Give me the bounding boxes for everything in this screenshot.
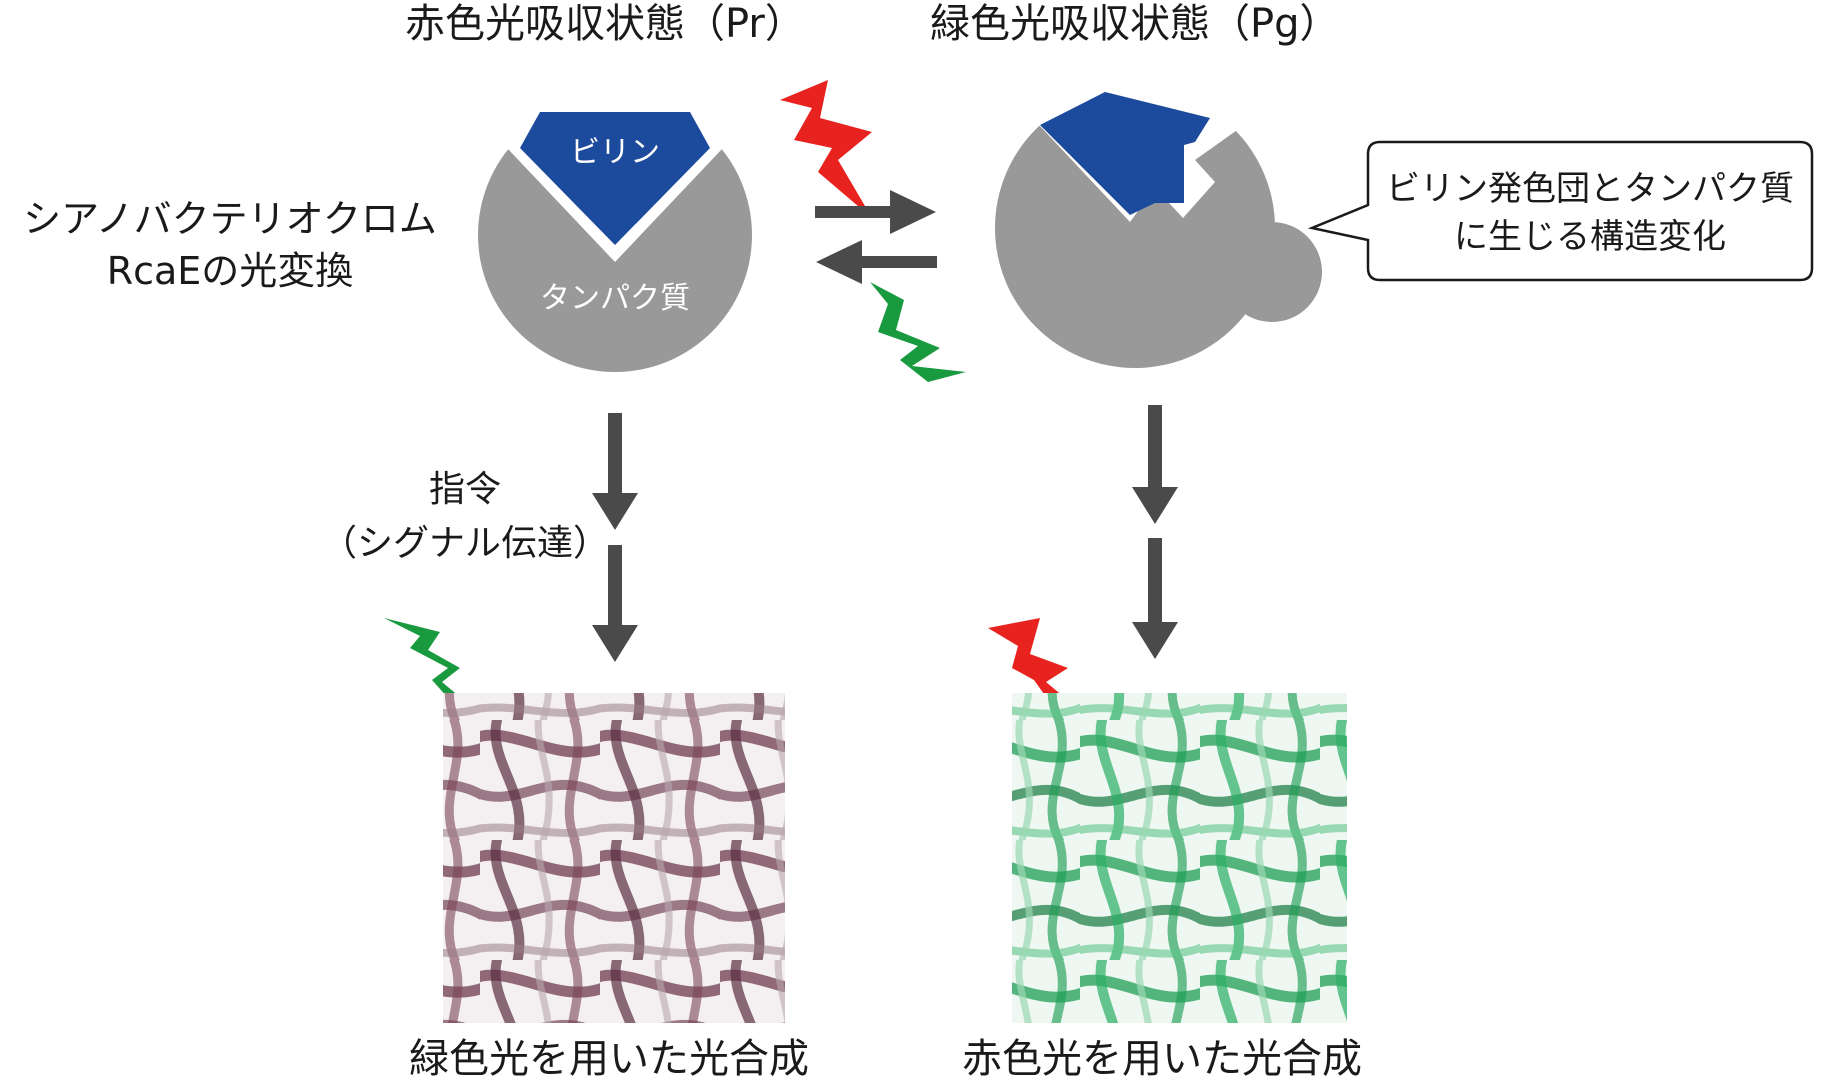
callout-bubble: ビリン発色団とタンパク質 に生じる構造変化 xyxy=(1307,140,1814,282)
pg-protein-circle xyxy=(995,88,1275,368)
protein-name-line2: RcaEの光変換 xyxy=(106,249,354,294)
pr-bilin-label: ビリン xyxy=(570,135,660,170)
pr-state-title: 赤色光吸収状態（Pr） xyxy=(405,1,805,47)
pr-bilin-wedge xyxy=(520,112,710,245)
green-photosynthesis-caption: 緑色光を用いた光合成 xyxy=(409,1036,809,1082)
pr-protein-label: タンパク質 xyxy=(540,281,690,316)
reverse-conversion-arrow xyxy=(816,240,937,284)
green-lightning-icon xyxy=(870,282,966,382)
left-signal-arrow-upper xyxy=(592,413,638,530)
pg-molecule xyxy=(995,70,1322,368)
pg-bilin-shape xyxy=(1040,92,1210,215)
red-photosynthesis-caption: 赤色光を用いた光合成 xyxy=(962,1036,1362,1082)
green-lightning-icon xyxy=(384,618,478,712)
callout-line1: ビリン発色団とタンパク質 xyxy=(1386,169,1794,209)
signal-line1: 指令 xyxy=(428,469,501,510)
red-light-cyanobacteria-micrograph xyxy=(1012,693,1347,1023)
callout-outline xyxy=(1307,140,1814,282)
signal-line2: （シグナル伝達） xyxy=(320,523,609,564)
right-signal-arrow-upper xyxy=(1132,405,1178,524)
protein-name-label: シアノバクテリオクロム RcaEの光変換 xyxy=(0,193,460,298)
forward-conversion-arrow xyxy=(815,190,936,234)
right-signal-arrow-lower xyxy=(1132,538,1178,659)
pg-state-title: 緑色光吸収状態（Pg） xyxy=(930,1,1340,47)
red-lightning-icon xyxy=(780,80,872,218)
red-lightning-icon xyxy=(988,618,1082,712)
pr-molecule: ビリン タンパク質 xyxy=(478,92,752,372)
green-light-cyanobacteria-micrograph xyxy=(443,693,785,1023)
left-signal-arrow-lower xyxy=(592,545,638,662)
callout-line2: に生じる構造変化 xyxy=(1454,217,1726,257)
protein-name-line1: シアノバクテリオクロム xyxy=(23,197,437,241)
signal-label: 指令 （シグナル伝達） xyxy=(310,463,620,571)
